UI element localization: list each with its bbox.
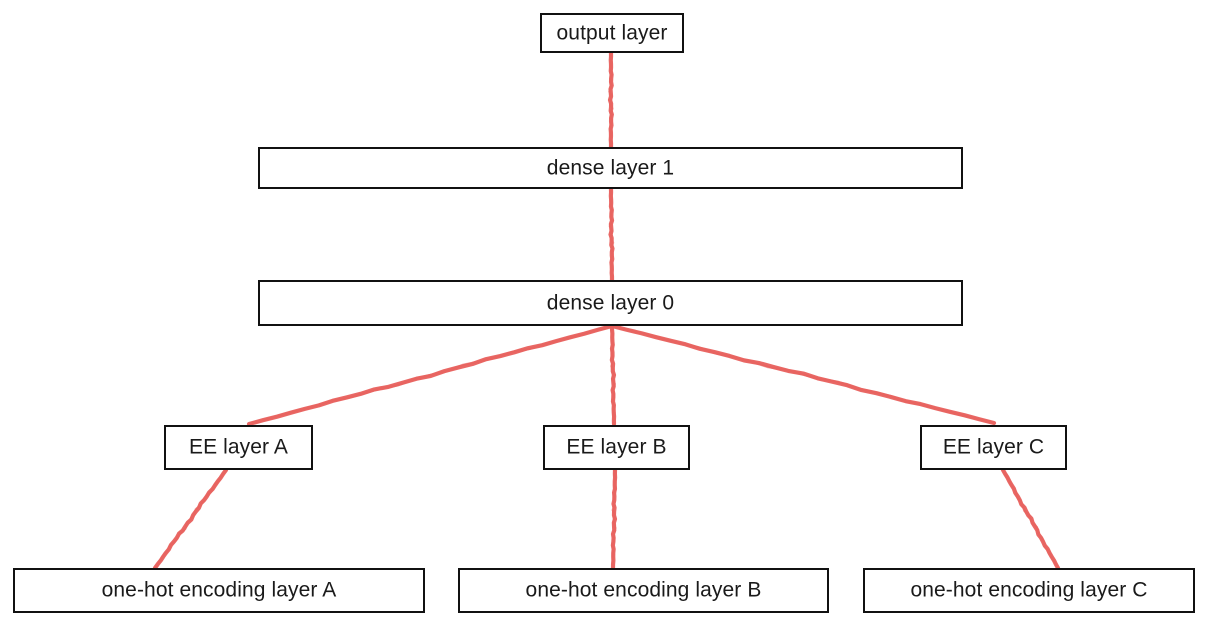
node-one-hot-encoding-layer-a-label: one-hot encoding layer A: [101, 578, 337, 602]
edge-ee-a-onehot-a-texture: [153, 468, 228, 570]
edge-output-dense1-texture: [608, 51, 614, 149]
node-output-layer[interactable]: output layer: [540, 13, 684, 53]
node-ee-layer-a[interactable]: EE layer A: [164, 425, 313, 470]
node-ee-layer-c-label: EE layer C: [942, 435, 1045, 459]
edge-dense0-ee-b-texture: [610, 324, 616, 426]
node-ee-layer-b-label: EE layer B: [566, 435, 667, 459]
edge-ee-b-onehot-b: [610, 467, 618, 571]
edge-dense0-ee-c-texture: [610, 324, 996, 425]
edge-ee-c-onehot-c-texture: [1001, 468, 1060, 570]
edge-dense1-dense0-texture: [608, 187, 615, 282]
node-dense-layer-0[interactable]: dense layer 0: [258, 280, 963, 326]
node-dense-layer-1-label: dense layer 1: [546, 156, 675, 179]
node-ee-layer-c[interactable]: EE layer C: [920, 425, 1067, 470]
node-output-layer-label: output layer: [556, 21, 668, 44]
node-one-hot-encoding-layer-b-label: one-hot encoding layer B: [525, 578, 762, 602]
node-ee-layer-b[interactable]: EE layer B: [543, 425, 690, 470]
edge-ee-b-onehot-b-texture: [611, 468, 617, 570]
edge-dense1-dense0: [608, 186, 615, 283]
node-ee-layer-a-label: EE layer A: [188, 435, 289, 459]
node-one-hot-encoding-layer-a[interactable]: one-hot encoding layer A: [13, 568, 425, 613]
edge-output-dense1: [607, 50, 614, 150]
edge-dense0-ee-a-texture: [247, 324, 614, 426]
edge-dense0-ee-c: [609, 323, 997, 426]
node-one-hot-encoding-layer-c-label: one-hot encoding layer C: [910, 578, 1148, 602]
node-one-hot-encoding-layer-b[interactable]: one-hot encoding layer B: [458, 568, 829, 613]
edge-dense0-ee-b: [609, 323, 617, 427]
node-dense-layer-1[interactable]: dense layer 1: [258, 147, 963, 189]
node-one-hot-encoding-layer-c[interactable]: one-hot encoding layer C: [863, 568, 1195, 613]
edge-ee-c-onehot-c: [1000, 467, 1061, 571]
edge-ee-a-onehot-a: [152, 467, 229, 571]
node-dense-layer-0-label: dense layer 0: [546, 291, 675, 314]
edge-dense0-ee-a: [246, 323, 615, 427]
